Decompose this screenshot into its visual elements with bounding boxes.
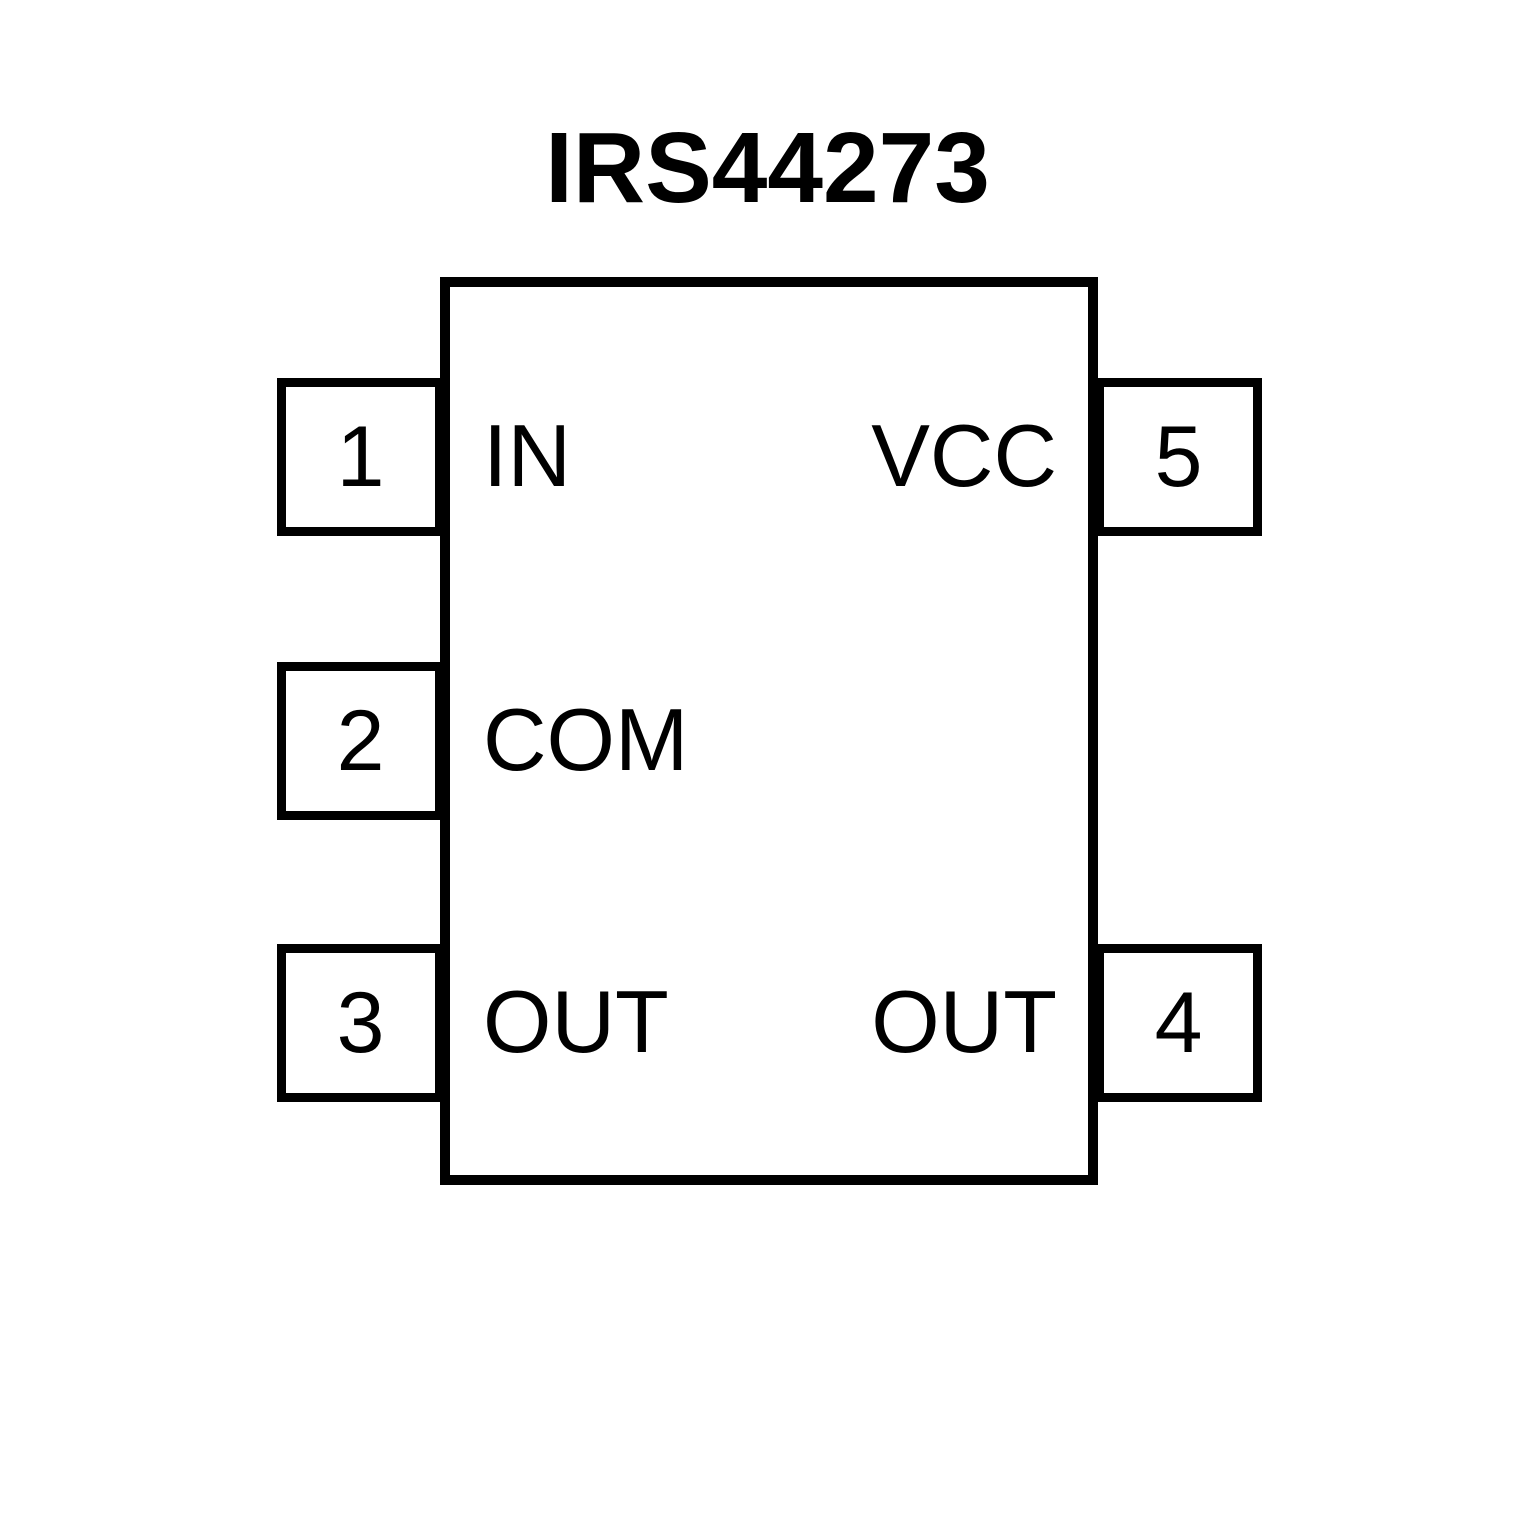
- pin-number-2: 2: [336, 693, 385, 789]
- pin-number-4: 4: [1154, 975, 1203, 1071]
- pin-signal-label-1: IN: [483, 406, 571, 505]
- pin-pad-4[interactable]: 4: [1095, 944, 1262, 1102]
- pin-pad-2[interactable]: 2: [277, 662, 444, 820]
- pin-number-3: 3: [336, 975, 385, 1071]
- ic-body-outline: [440, 277, 1098, 1185]
- pin-signal-label-5: VCC: [871, 406, 1057, 505]
- pin-number-5: 5: [1154, 409, 1203, 505]
- pin-pad-3[interactable]: 3: [277, 944, 444, 1102]
- pin-pad-5[interactable]: 5: [1095, 378, 1262, 536]
- pin-signal-label-4: OUT: [871, 972, 1057, 1071]
- pin-pad-1[interactable]: 1: [277, 378, 444, 536]
- pin-signal-label-3: OUT: [483, 972, 669, 1071]
- pin-signal-label-2: COM: [483, 690, 689, 789]
- page-title: IRS44273: [545, 112, 990, 224]
- pin-number-1: 1: [336, 409, 385, 505]
